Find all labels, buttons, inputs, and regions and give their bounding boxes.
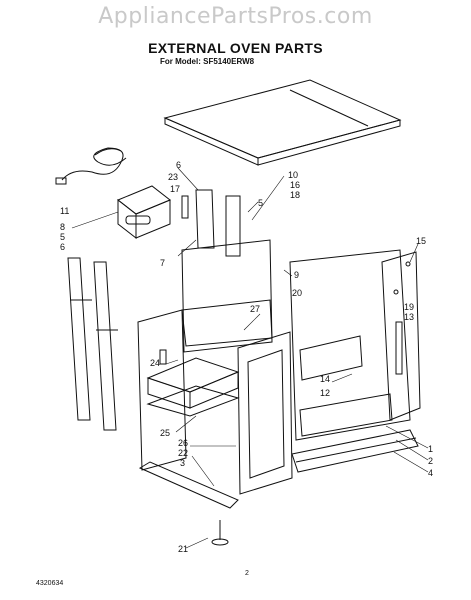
- part-label: 24: [150, 358, 160, 368]
- right-clip-strip: [393, 261, 411, 375]
- rear-brackets: [181, 189, 241, 257]
- part-label: 6: [176, 160, 181, 170]
- power-cord: [55, 147, 127, 185]
- part-label: 12: [320, 388, 330, 398]
- part-label: 3: [180, 458, 185, 468]
- page-number: 2: [245, 570, 249, 577]
- part-label: 10: [288, 170, 298, 180]
- part-label: 6: [60, 242, 65, 252]
- burner-box: [117, 185, 171, 240]
- part-label: 8: [60, 222, 65, 232]
- right-side-panel: [289, 249, 421, 441]
- part-label: 5: [258, 198, 263, 208]
- part-label: 2: [428, 456, 433, 466]
- oven-cavity: [146, 357, 240, 417]
- part-label: 13: [404, 312, 414, 322]
- cabinet-back: [181, 239, 273, 353]
- part-label: 4: [428, 468, 433, 478]
- part-label: 15: [416, 236, 426, 246]
- part-label: 11: [60, 206, 69, 216]
- bottom-rails: [138, 429, 419, 509]
- part-label: 17: [170, 184, 180, 194]
- part-label: 5: [60, 232, 65, 242]
- leveling-leg: [211, 520, 229, 546]
- part-label: 1: [428, 444, 433, 454]
- part-label: 25: [160, 428, 170, 438]
- part-label: 27: [250, 304, 260, 314]
- cooktop-panel: [163, 79, 402, 166]
- part-label: 14: [320, 374, 330, 384]
- model-subtitle: For Model: SF5140ERW8: [160, 57, 255, 66]
- part-label: 19: [404, 302, 414, 312]
- part-label: 9: [294, 270, 299, 280]
- part-label: 26: [178, 438, 188, 448]
- part-label: 7: [160, 258, 165, 268]
- doc-number: 4320634: [36, 580, 64, 587]
- part-label: 21: [178, 544, 188, 554]
- watermark: AppliancePartsPros.com: [98, 4, 373, 29]
- front-frame: [237, 331, 293, 495]
- part-label: 16: [290, 180, 300, 190]
- part-label: 22: [178, 448, 188, 458]
- cabinet-left-side: [137, 299, 273, 471]
- part-label: 18: [290, 190, 300, 200]
- left-trim-strips: [67, 257, 118, 431]
- part-label: 20: [292, 288, 302, 298]
- part-label: 23: [168, 172, 178, 182]
- page-title: EXTERNAL OVEN PARTS: [148, 40, 323, 56]
